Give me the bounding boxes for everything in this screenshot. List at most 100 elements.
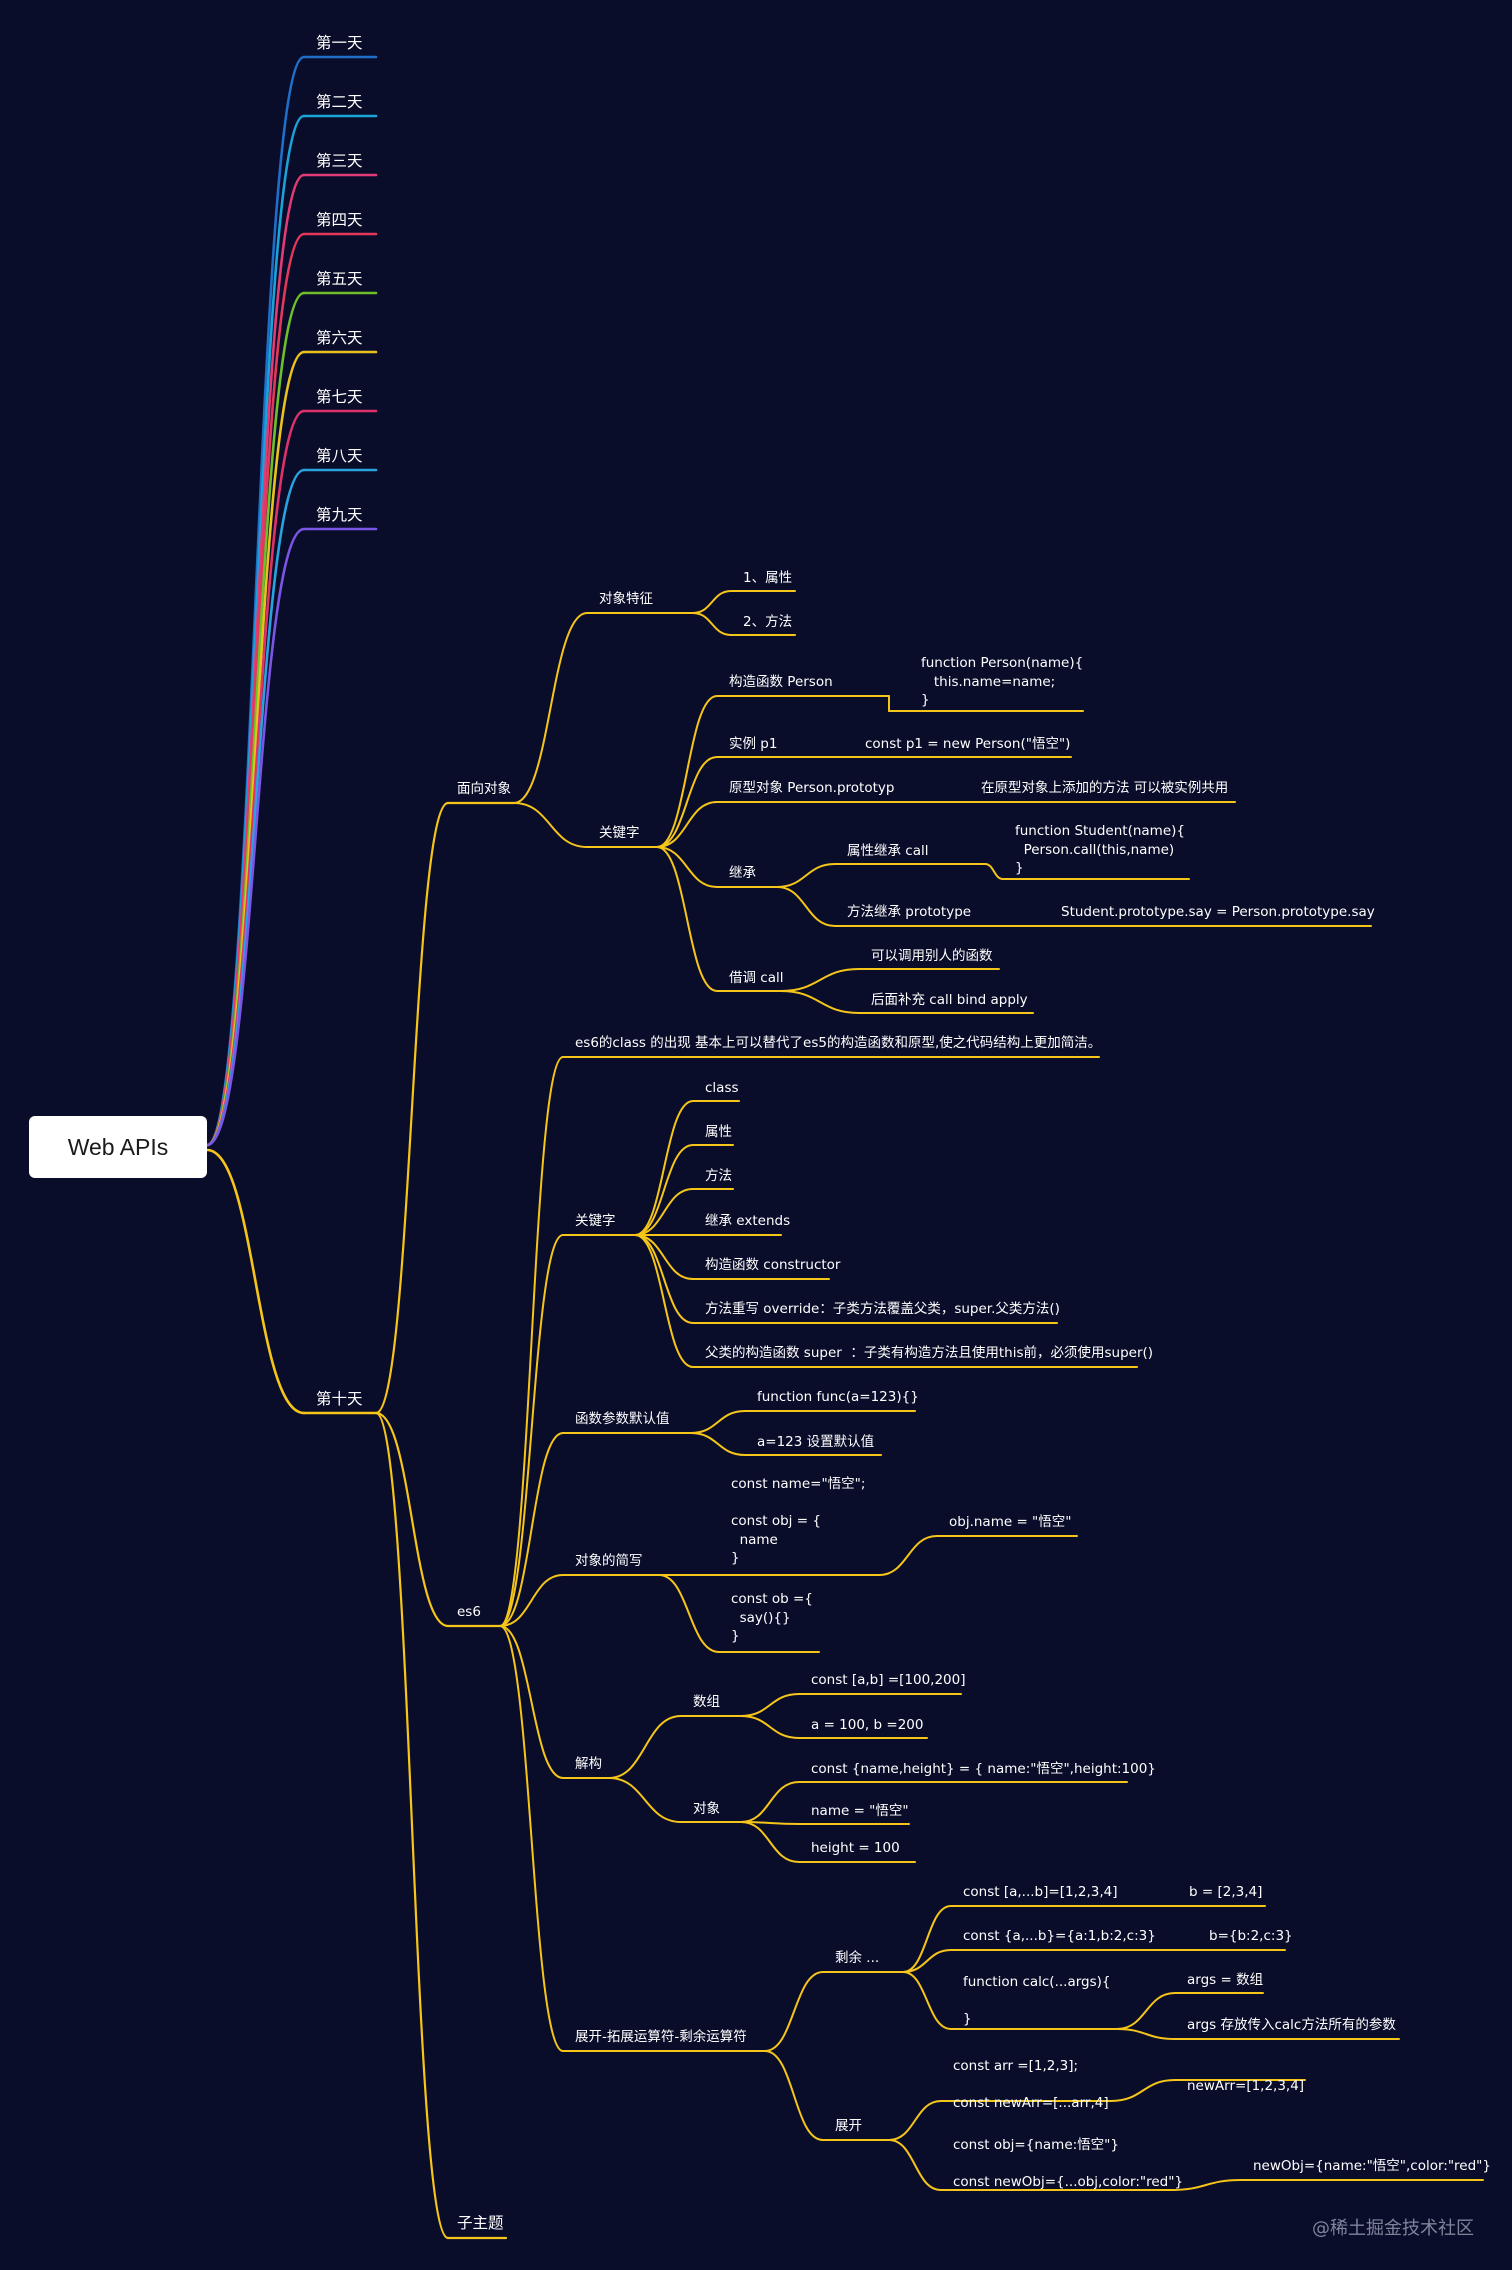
rest-object-code[interactable]: const {a,...b}={a:1,b:2,c:3} <box>963 1928 1156 1944</box>
day-1-connector <box>205 55 306 1147</box>
rest-array-code[interactable]: const [a,...b]=[1,2,3,4] <box>963 1884 1118 1900</box>
day-5-connector <box>205 291 306 1147</box>
spread-object-code[interactable]: const obj={name:悟空"} const newObj={...ob… <box>953 2137 1184 2190</box>
es6-class-note-connector <box>499 1056 564 1627</box>
day-8-node[interactable]: 第八天 <box>316 447 363 465</box>
day-7-connector <box>205 409 306 1147</box>
subtopic-connector <box>374 1411 450 2240</box>
shorthand-code-1[interactable]: const name="悟空"; const obj = { name } <box>731 1476 866 1566</box>
destructure-array-item-1[interactable]: const [a,b] =[100,200] <box>811 1672 966 1688</box>
method-inherit-code[interactable]: Student.prototype.say = Person.prototype… <box>1061 904 1375 920</box>
day-4-connector <box>205 232 306 1147</box>
method-inherit-node[interactable]: 方法继承 prototype <box>847 904 972 920</box>
rest-calc-code-connector <box>902 1971 952 2030</box>
spread-expand-connector <box>764 2050 824 2141</box>
kw-method[interactable]: 方法 <box>705 1168 732 1184</box>
attr-inherit-connector <box>776 863 836 888</box>
es6-node[interactable]: es6 <box>457 1604 481 1620</box>
spread-array-result[interactable]: newArr=[1,2,3,4] <box>1187 2078 1305 2094</box>
destructure-node[interactable]: 解构 <box>575 1756 602 1772</box>
oop-node[interactable]: 面向对象 <box>457 781 511 797</box>
day-8-connector <box>205 468 306 1147</box>
subtopic-node[interactable]: 子主题 <box>457 2214 504 2232</box>
borrow-item-1[interactable]: 可以调用别人的函数 <box>871 948 993 964</box>
es6-keywords-node[interactable]: 关键字 <box>575 1213 616 1229</box>
oop-keywords-node[interactable]: 关键字 <box>599 825 640 841</box>
kw-override[interactable]: 方法重写 override：子类方法覆盖父类，super.父类方法() <box>705 1301 1060 1317</box>
rest-calc-item-2[interactable]: args 存放传入calc方法所有的参数 <box>1187 2017 1396 2033</box>
attr-inherit-node[interactable]: 属性继承 call <box>847 843 929 859</box>
day-1-node[interactable]: 第一天 <box>316 34 363 52</box>
root-node[interactable]: Web APIs <box>29 1116 207 1178</box>
constructor-node[interactable]: 构造函数 Person <box>729 674 833 690</box>
day-6-node[interactable]: 第六天 <box>316 329 363 347</box>
day-7-node[interactable]: 第七天 <box>316 388 363 406</box>
destructure-object-item-3[interactable]: height = 100 <box>811 1840 900 1856</box>
shorthand-result-1[interactable]: obj.name = "悟空" <box>949 1514 1072 1530</box>
rest-calc-item-1-connector <box>1116 1992 1176 2030</box>
day-5-node[interactable]: 第五天 <box>316 270 363 288</box>
object-traits-node[interactable]: 对象特征 <box>599 591 653 607</box>
constructor-code[interactable]: function Person(name){ this.name=name; } <box>921 655 1084 708</box>
rest-calc-code[interactable]: function calc(...args){ } <box>963 1974 1111 2027</box>
instance-code[interactable]: const p1 = new Person("悟空") <box>865 736 1071 752</box>
kw-class[interactable]: class <box>705 1080 739 1096</box>
defaults-item-2[interactable]: a=123 设置默认值 <box>757 1434 875 1450</box>
spread-array-code[interactable]: const arr =[1,2,3]; const newArr=[...arr… <box>953 2058 1109 2111</box>
spread-object-result-connector <box>1170 2179 1242 2191</box>
shorthand-code-2[interactable]: const ob ={ say(){} } <box>731 1591 813 1644</box>
destructure-object-item-1[interactable]: const {name,height} = { name:"悟空",height… <box>811 1761 1156 1777</box>
shorthand-connector <box>499 1574 564 1627</box>
destructure-array-item-2[interactable]: a = 100, b =200 <box>811 1717 924 1733</box>
day-4-node[interactable]: 第四天 <box>316 211 363 229</box>
attr-inherit-code-connector <box>984 863 1004 880</box>
spread-node[interactable]: 展开-拓展运算符-剩余运算符 <box>575 2029 747 2045</box>
rest-array-code-connector <box>902 1905 952 1973</box>
spread-array-result-connector <box>1110 2079 1176 2102</box>
attr-inherit-code[interactable]: function Student(name){ Person.call(this… <box>1015 823 1185 876</box>
prototype-note[interactable]: 在原型对象上添加的方法 可以被实例共用 <box>981 780 1229 796</box>
kw-property[interactable]: 属性 <box>705 1124 732 1140</box>
destructure-array-node[interactable]: 数组 <box>693 1694 720 1710</box>
prototype-connector <box>656 801 718 848</box>
day-2-node[interactable]: 第二天 <box>316 93 363 111</box>
destructure-object-item-3-connector <box>740 1821 800 1863</box>
borrow-call-node[interactable]: 借调 call <box>729 970 784 986</box>
spread-expand-node[interactable]: 展开 <box>835 2118 862 2134</box>
borrow-item-2-connector <box>780 990 860 1014</box>
borrow-item-2[interactable]: 后面补充 call bind apply <box>871 992 1028 1008</box>
borrow-call-connector <box>656 846 718 992</box>
spread-object-result[interactable]: newObj={name:"悟空",color:"red"} <box>1253 2158 1491 2174</box>
kw-super[interactable]: 父类的构造函数 super ：子类有构造方法且使用this前，必须使用super… <box>705 1345 1154 1361</box>
day-10-node[interactable]: 第十天 <box>316 1390 363 1408</box>
destructure-object-item-2[interactable]: name = "悟空" <box>811 1803 909 1819</box>
destructure-array-item-1-connector <box>740 1693 800 1717</box>
destructure-object-item-1-connector <box>740 1781 800 1823</box>
kw-extends[interactable]: 继承 extends <box>705 1213 791 1229</box>
inherit-node[interactable]: 继承 <box>729 865 756 881</box>
borrow-item-1-connector <box>780 968 860 992</box>
defaults-item-1[interactable]: function func(a=123){} <box>757 1389 919 1405</box>
rest-calc-item-1[interactable]: args = 数组 <box>1187 1972 1264 1988</box>
trait-method[interactable]: 2、方法 <box>743 614 793 630</box>
es6-keywords-connector <box>499 1234 564 1627</box>
instance-node[interactable]: 实例 p1 <box>729 736 778 752</box>
rest-node[interactable]: 剩余 ... <box>835 1950 880 1966</box>
prototype-node[interactable]: 原型对象 Person.prototyp <box>729 780 895 796</box>
defaults-node[interactable]: 函数参数默认值 <box>575 1411 670 1427</box>
trait-property[interactable]: 1、属性 <box>743 570 793 586</box>
day-9-node[interactable]: 第九天 <box>316 506 363 524</box>
kw-constructor[interactable]: 构造函数 constructor <box>705 1257 841 1273</box>
day-3-node[interactable]: 第三天 <box>316 152 363 170</box>
destructure-connector <box>499 1625 564 1779</box>
day-10-connector <box>205 1148 306 1415</box>
rest-object-result[interactable]: b={b:2,c:3} <box>1209 1928 1293 1944</box>
rest-array-result[interactable]: b = [2,3,4] <box>1189 1884 1263 1900</box>
watermark: @稀土掘金技术社区 <box>1312 2218 1474 2239</box>
es6-class-note[interactable]: es6的class 的出现 基本上可以替代了es5的构造函数和原型,使之代码结构… <box>575 1035 1102 1051</box>
instance-connector <box>656 756 718 848</box>
spread-array-code-connector <box>888 2100 942 2141</box>
destructure-object-node[interactable]: 对象 <box>693 1801 720 1817</box>
shorthand-node[interactable]: 对象的简写 <box>575 1553 643 1569</box>
